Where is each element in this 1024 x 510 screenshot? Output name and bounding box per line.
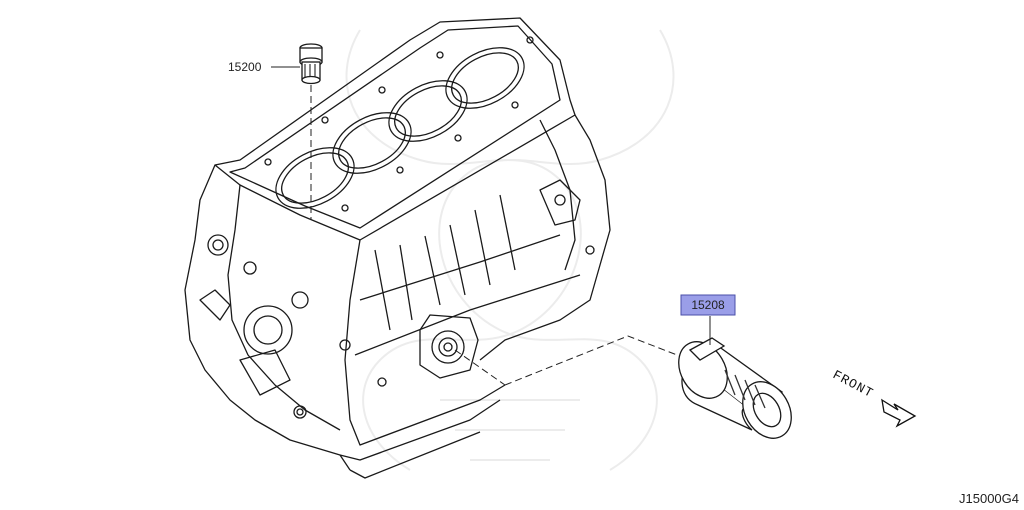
front-arrow-icon	[881, 398, 917, 428]
oil-filter-part	[678, 337, 792, 439]
diagram-code: J15000G4	[959, 491, 1019, 506]
engine-block	[184, 17, 611, 479]
dashed-guide-15208	[454, 349, 506, 386]
part-number-15200[interactable]: 15200	[228, 60, 262, 74]
part-number-15208[interactable]: 15208	[691, 298, 725, 312]
dashed-guide-15208-b	[504, 335, 691, 386]
watermark-emblem	[345, 29, 675, 471]
oil-filler-cap-part	[299, 43, 323, 85]
highlight-15208[interactable]: 15208	[680, 294, 736, 316]
front-label: FRONT	[830, 367, 876, 401]
front-indicator: FRONT	[830, 367, 917, 428]
